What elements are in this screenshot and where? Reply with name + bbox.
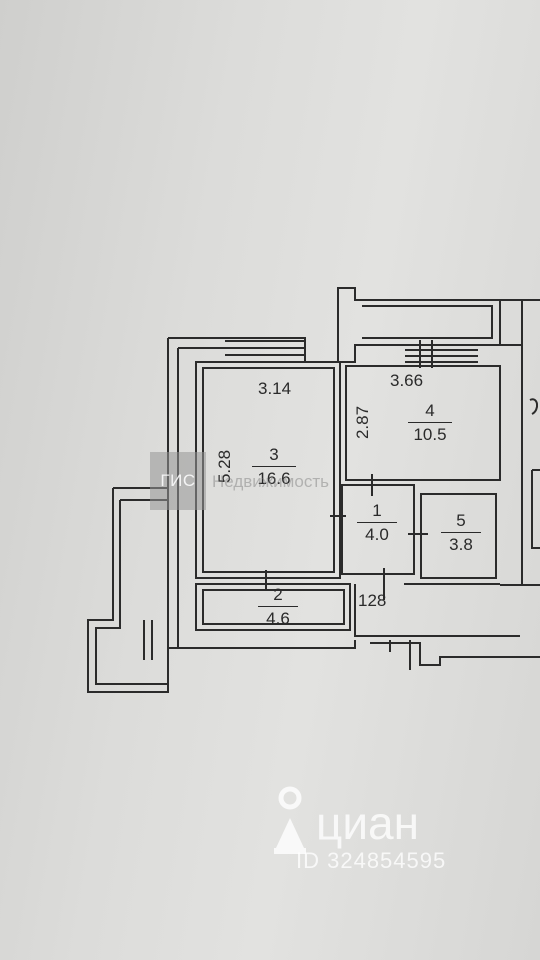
edge-detail [529,398,538,415]
room-1-walls [341,484,415,575]
window-room-3 [225,340,305,356]
room-5-walls [420,493,497,579]
listing-id: ID 324854595 [296,848,447,873]
loggia [87,487,169,693]
gis-watermark-badge: ГИС [150,452,206,510]
cian-brand-name: циан [316,797,420,849]
cian-watermark: циан [272,786,419,860]
room-3-width-dimension: 3.14 [258,379,292,398]
corridor-walls [354,583,520,637]
room-1-area: 4.0 [357,522,397,543]
door-marks [143,340,433,670]
room-2-label: 2 4.6 [258,586,298,627]
room-4-walls [345,365,501,481]
edge-room [531,469,540,549]
room-4-number: 4 [425,401,435,420]
room-4-label: 4 10.5 [408,402,452,443]
room-5-number: 5 [456,511,466,530]
cian-logo-icon [274,786,306,854]
room-2-number: 2 [273,585,283,604]
room-1-number: 1 [372,501,382,520]
door-width-dimension: 128 [358,591,387,610]
room-5-label: 5 3.8 [441,512,481,553]
room-3-label: 3 16.6 [252,446,296,487]
room-2-inner [202,589,345,625]
room-5-area: 3.8 [441,532,481,553]
room-4-area: 10.5 [408,422,452,443]
room-2-walls [195,583,351,631]
window-room-4 [405,349,478,363]
gis-watermark-text: Недвижимость [212,472,329,491]
room-1-label: 1 4.0 [357,502,397,543]
room-4-length-dimension: 2.87 [353,405,373,440]
wall-east-outer [500,299,540,586]
room-3-area: 16.6 [252,466,296,487]
room-3-number: 3 [269,445,279,464]
wall-south [168,640,540,666]
room-2-area: 4.6 [258,606,298,627]
balcony-inner [362,305,493,339]
wall-east [499,300,523,586]
room-4-width-dimension: 3.66 [390,371,424,390]
